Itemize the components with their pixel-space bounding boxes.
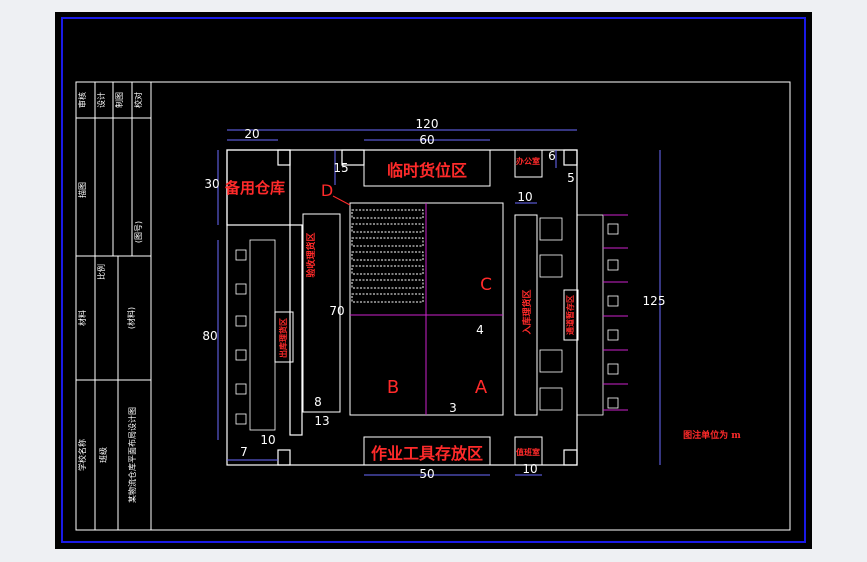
rack-rows [351,209,424,303]
tb-material-note: (材料) [126,307,136,329]
dim-inner-13: 13 [314,414,329,428]
outer-frame [61,17,806,543]
zone-b-label: B [387,377,399,398]
area-temp-cargo [363,149,491,187]
tb-row-label-4: 校对 [133,92,143,108]
dim-inner-8: 8 [314,395,322,409]
tb-row-label-3: 制图 [114,92,124,108]
title-block-text: 审核 设计 制图 校对 描图 (图号) 比例 材料 (材料) 学校名称 班级 某… [77,92,143,503]
tb-scale-label: 比例 [96,264,106,280]
area-office-bottom-label: 值班室 [516,447,540,457]
dim-left-30: 30 [204,177,219,191]
zone-d-leader [332,195,351,206]
dim-bottom-50: 50 [419,467,434,481]
tb-drawing-title: 某物流仓库平面布局设计图 [127,407,137,503]
dim-top-mid: 60 [419,133,434,147]
dim-inner-70: 70 [329,304,344,318]
tb-row-label-1: 审核 [77,92,87,108]
dim-left-80: 80 [202,329,217,343]
area-temp-cargo-label: 临时货位区 [387,161,467,180]
dimension-lines [217,129,661,476]
right-docks [607,223,619,409]
area-spare-warehouse-label: 备用仓库 [224,179,285,197]
dim-inner-3: 3 [449,401,457,415]
zone-a-label: A [475,377,488,398]
tb-row-label-5: 描图 [77,182,87,198]
units-note: 图注单位为 m [683,429,741,441]
dim-right-125: 125 [643,294,666,308]
dim-bottom-7: 7 [240,445,248,459]
inner-frame [75,81,791,531]
drawing-sheet [55,12,812,549]
left-docks [235,239,276,431]
title-block [76,82,152,530]
zone-c-label: C [480,275,492,295]
right-strip-area [514,214,538,416]
right-strip-label: 入库理货区 [521,289,533,335]
area-tool-storage-label: 作业工具存放区 [371,444,483,463]
tb-material-label: 材料 [77,310,87,326]
area-office-top [514,149,543,178]
tb-scale-note: (图号) [134,221,143,243]
dim-top-left: 20 [244,127,259,141]
dim-overall-width: 120 [416,117,439,131]
zone-d-label: D [321,181,333,200]
area-tool-storage [363,436,491,466]
dim-inner-4: 4 [476,323,484,337]
dock-lines [603,214,628,411]
left-strip-area [302,213,341,413]
dim-bottom-10: 10 [260,433,275,447]
tb-row-label-2: 设计 [96,92,106,108]
left-strip-2-label: 出库理货区 [278,318,288,358]
dim-bottom-10b: 10 [522,462,537,476]
dim-top-right: 10 [517,190,532,204]
area-office-bottom [514,436,543,466]
right-strip-2-area [563,289,579,341]
dimension-labels: 120 60 20 10 30 15 80 125 6 5 70 13 3 4 … [202,117,665,481]
dim-right-5: 5 [567,171,575,185]
dim-right-6: 6 [548,149,556,163]
tb-school-label: 学校名称 [77,439,87,471]
area-office-top-label: 办公室 [516,156,540,166]
storage-zone [349,202,504,416]
dim-left-15: 15 [333,161,348,175]
right-strip-2-label: 通道暂存区 [565,295,575,335]
right-pallet-grid [539,214,604,416]
tb-class-label: 班级 [98,447,108,463]
left-strip-label: 验收理货区 [305,232,317,277]
